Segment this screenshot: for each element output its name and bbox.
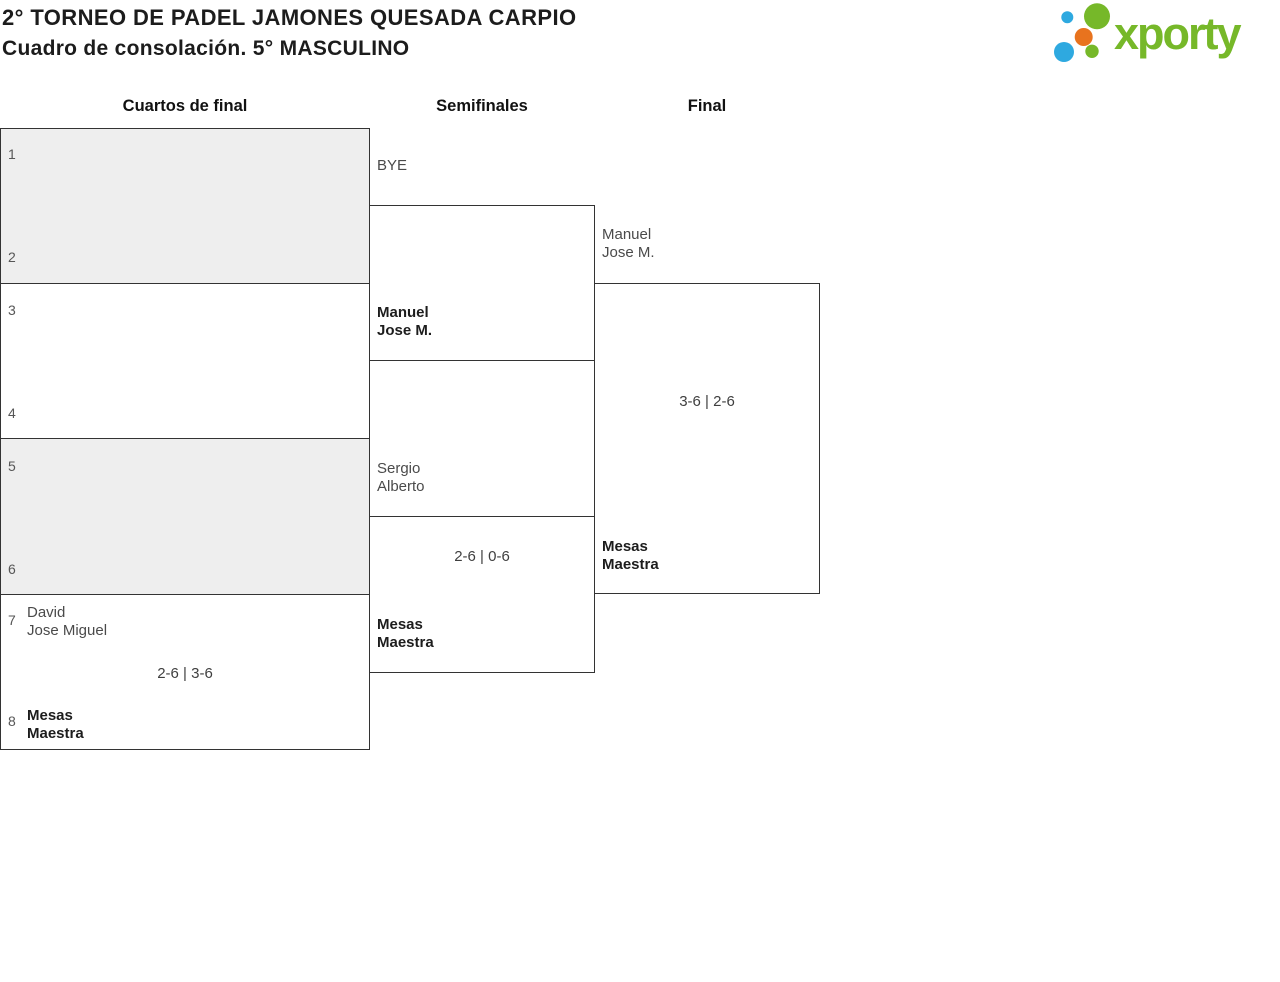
team-name-line: Jose Miguel	[27, 622, 108, 639]
team-name-line: Jose M.	[377, 322, 433, 339]
team-name-line: Manuel	[377, 304, 429, 321]
final-bottom-team: Mesas Maestra	[602, 538, 659, 574]
seed-label-4: 4	[8, 405, 16, 421]
team-name-line: Maestra	[377, 634, 434, 651]
page-subtitle: Cuadro de consolación. 5° MASCULINO	[2, 37, 410, 60]
seed-label-6: 6	[8, 561, 16, 577]
qf4-score: 2-6 | 3-6	[157, 665, 213, 682]
team-name-line: Manuel	[602, 226, 652, 243]
team-name-line: BYE	[377, 157, 408, 174]
match-box-qf3	[0, 438, 370, 595]
round-header-semifinals: Semifinales	[436, 97, 528, 115]
page-title: 2° TORNEO DE PADEL JAMONES QUESADA CARPI…	[2, 5, 577, 30]
team-name-line: Mesas	[602, 538, 648, 555]
xporty-dots-icon	[1054, 3, 1110, 62]
seed-label-5: 5	[8, 458, 16, 474]
xporty-logo[interactable]: xporty	[1048, 0, 1276, 80]
sf2-top-team: Sergio Alberto	[377, 460, 425, 496]
xporty-logo-text: xporty	[1114, 8, 1242, 59]
team-name-line: Mesas	[27, 707, 73, 724]
final-score: 3-6 | 2-6	[679, 393, 735, 410]
qf4-bottom-team: Mesas Maestra	[27, 707, 84, 743]
team-name-line: Mesas	[377, 616, 423, 633]
team-name-line: Jose M.	[602, 244, 655, 261]
round-header-final: Final	[687, 97, 727, 115]
team-name-line: Sergio	[377, 460, 421, 477]
seed-label-7: 7	[8, 612, 16, 628]
match-box-sf2	[369, 516, 595, 673]
sf1-top-team-bye: BYE	[377, 157, 407, 175]
final-top-team: Manuel Jose M.	[602, 226, 655, 262]
round-header-quarterfinals: Cuartos de final	[122, 97, 248, 115]
match-box-qf2	[0, 283, 370, 439]
team-name-line: Maestra	[602, 556, 659, 573]
sf1-bottom-team: Manuel Jose M.	[377, 304, 432, 340]
team-name-line: David	[27, 604, 66, 621]
seed-label-1: 1	[8, 146, 16, 162]
sf2-score: 2-6 | 0-6	[454, 548, 510, 565]
seed-label-8: 8	[8, 713, 16, 729]
qf4-top-team: David Jose Miguel	[27, 604, 107, 640]
team-name-line: Alberto	[377, 478, 425, 495]
match-box-qf1	[0, 128, 370, 284]
sf2-bottom-team: Mesas Maestra	[377, 616, 434, 652]
seed-label-3: 3	[8, 302, 16, 318]
team-name-line: Maestra	[27, 725, 84, 742]
seed-label-2: 2	[8, 249, 16, 265]
match-box-final	[594, 283, 820, 594]
